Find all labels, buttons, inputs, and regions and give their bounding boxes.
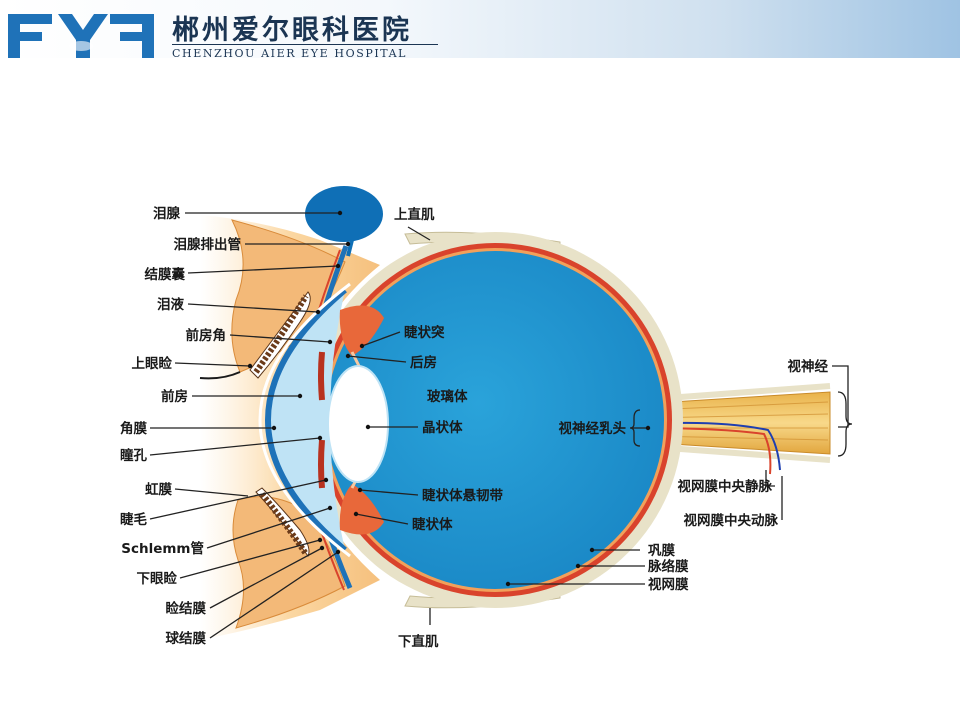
label-superior-rectus: 上直肌 (394, 206, 435, 223)
label-bulbar-conjunctiva: 球结膜 (166, 630, 207, 647)
label-eyelash: 睫毛 (120, 511, 147, 528)
label-palpebral-conjunctiva: 睑结膜 (166, 600, 207, 617)
label-ciliary-process: 睫状突 (404, 324, 445, 341)
label-choroid: 脉络膜 (647, 558, 689, 575)
label-inferior-rectus: 下直肌 (398, 633, 439, 650)
cornea (264, 287, 347, 553)
lens (327, 365, 389, 483)
lower-ciliary-body (339, 484, 384, 535)
label-upper-eyelid: 上眼睑 (132, 355, 173, 372)
label-central-retinal-vein: 视网膜中央静脉 (678, 478, 773, 495)
label-lacrimal-gland: 泪腺 (153, 205, 180, 222)
label-pupil: 瞳孔 (120, 447, 147, 464)
eye-anatomy-diagram: 泪腺 泪腺排出管 结膜囊 泪液 前房角 上眼睑 前房 角膜 瞳孔 虹膜 睫毛 S… (120, 186, 853, 650)
label-retina: 视网膜 (648, 576, 689, 593)
lower-eyelash-gland (259, 492, 309, 556)
optic-nerve-bracket (837, 391, 853, 457)
label-vitreous-body: 玻璃体 (427, 388, 468, 405)
label-anterior-chamber: 前房 (161, 388, 188, 405)
lower-iris (318, 439, 325, 489)
label-ciliary-body: 睫状体 (412, 516, 453, 533)
label-iris: 虹膜 (145, 481, 172, 498)
optic-disc-brace (629, 409, 641, 447)
label-conjunctival-sac: 结膜囊 (145, 266, 186, 283)
upper-eyelash-gland (253, 294, 309, 374)
label-central-retinal-artery: 视网膜中央动脉 (684, 512, 779, 529)
label-optic-nerve: 视神经 (788, 358, 829, 375)
label-posterior-chamber: 后房 (410, 354, 437, 371)
upper-iris (318, 351, 325, 401)
label-anterior-chamber-angle: 前房角 (186, 327, 227, 344)
lacrimal-gland (305, 186, 383, 242)
label-tears: 泪液 (157, 296, 184, 313)
hospital-name: 郴州爱尔眼科医院 (172, 15, 412, 46)
label-lacrimal-duct: 泪腺排出管 (174, 236, 242, 253)
hospital-name-english: CHENZHOU AIER EYE HOSPITAL (172, 47, 408, 58)
vitreous-body (326, 251, 664, 589)
leader-dots (247, 210, 651, 587)
hospital-logo-icon (8, 14, 154, 58)
label-lens: 晶状体 (422, 419, 463, 436)
label-lower-eyelid: 下眼睑 (137, 570, 178, 587)
leader-lines (149, 212, 849, 639)
label-cornea: 角膜 (120, 420, 147, 437)
hospital-name-divider (172, 44, 438, 45)
label-ciliary-zonule: 睫状体悬韧带 (422, 487, 503, 504)
upper-eyelash (199, 371, 241, 380)
upper-ciliary-body (339, 305, 384, 356)
label-optic-disc: 视神经乳头 (559, 420, 627, 437)
label-schlemm-canal: Schlemm管 (121, 540, 204, 557)
cornea-outer (258, 282, 351, 558)
lacrimal-duct (346, 239, 354, 257)
slide-header: 郴州爱尔眼科医院 CHENZHOU AIER EYE HOSPITAL (0, 0, 960, 58)
label-sclera: 巩膜 (648, 542, 676, 559)
